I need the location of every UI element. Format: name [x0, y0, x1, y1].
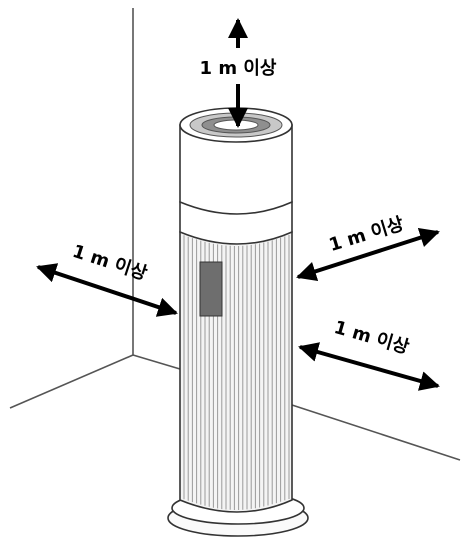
- upper-cylinder: [179, 124, 293, 215]
- control-panel: [199, 261, 223, 317]
- right-lower-clearance-label: 1 m 이상: [332, 317, 412, 359]
- right-upper-double-arrow: [296, 227, 440, 282]
- top-clearance-label: 1 m 이상: [200, 58, 277, 79]
- clearance-arrows: [36, 18, 440, 391]
- right-lower-double-arrow: [298, 342, 440, 391]
- upper-band: [179, 201, 293, 245]
- left-double-arrow: [36, 263, 178, 317]
- floor-left-line: [9, 354, 134, 409]
- left-clearance-label: 1 m 이상: [70, 241, 150, 285]
- floor-right-line-far: [291, 404, 461, 461]
- purifier-body: [179, 107, 293, 513]
- right-upper-clearance-label: 1 m 이상: [327, 213, 407, 256]
